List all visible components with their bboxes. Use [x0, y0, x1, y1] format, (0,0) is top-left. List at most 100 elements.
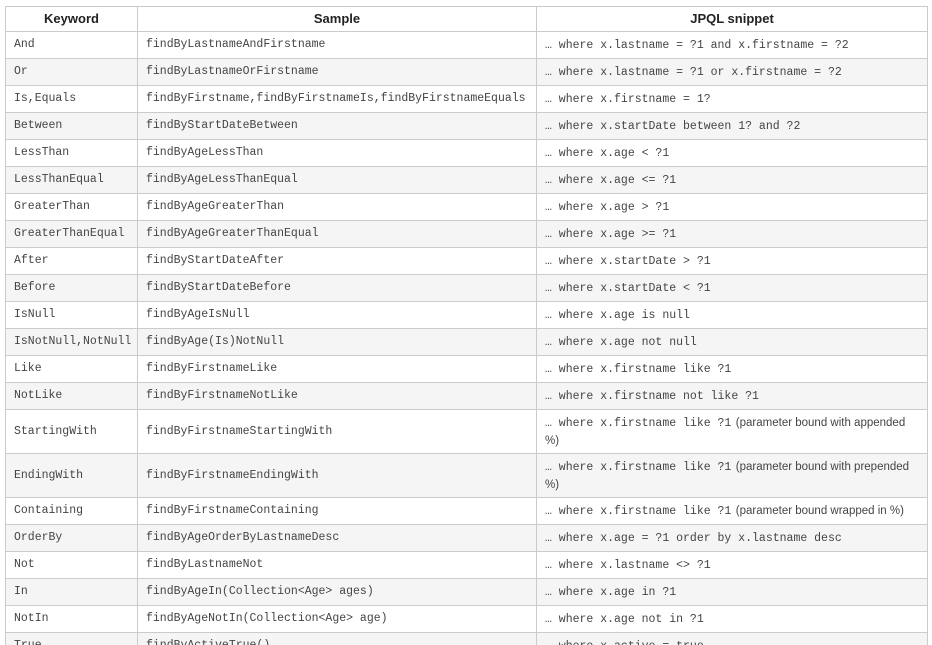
- sample-cell: findByAgeOrderByLastnameDesc: [137, 524, 537, 552]
- snippet-note: (parameter bound wrapped in %): [735, 505, 904, 517]
- keyword-cell: Like: [5, 355, 138, 383]
- keyword-cell: Containing: [5, 497, 138, 525]
- keyword-cell: IsNull: [5, 301, 138, 329]
- sample-cell: findByStartDateBetween: [137, 112, 537, 140]
- sample-cell: findByLastnameNot: [137, 551, 537, 579]
- snippet-cell: … where x.startDate < ?1: [536, 274, 928, 302]
- sample-cell: findByFirstnameContaining: [137, 497, 537, 525]
- table-row: In findByAgeIn(Collection<Age> ages) … w…: [5, 578, 928, 606]
- table-row: IsNull findByAgeIsNull … where x.age is …: [5, 301, 928, 329]
- snippet-note: (parameter bound with prepended %): [545, 461, 910, 491]
- snippet-code: … where x.firstname = 1?: [545, 93, 711, 106]
- sample-cell: findByStartDateBefore: [137, 274, 537, 302]
- snippet-cell: … where x.age is null: [536, 301, 928, 329]
- sample-cell: findByAgeGreaterThanEqual: [137, 220, 537, 248]
- table-row: EndingWith findByFirstnameEndingWith … w…: [5, 453, 928, 498]
- snippet-cell: … where x.age not null: [536, 328, 928, 356]
- keyword-cell: StartingWith: [5, 409, 138, 454]
- sample-cell: findByAgeNotIn(Collection<Age> age): [137, 605, 537, 633]
- keyword-cell: In: [5, 578, 138, 606]
- keyword-cell: Before: [5, 274, 138, 302]
- sample-cell: findByAgeLessThan: [137, 139, 537, 167]
- snippet-cell: … where x.firstname not like ?1: [536, 382, 928, 410]
- snippet-code: … where x.lastname = ?1 or x.firstname =…: [545, 66, 842, 79]
- snippet-code: … where x.firstname like ?1: [545, 363, 732, 376]
- snippet-cell: … where x.age < ?1: [536, 139, 928, 167]
- keyword-cell: Is,Equals: [5, 85, 138, 113]
- keyword-cell: True: [5, 632, 138, 645]
- snippet-code: … where x.age = ?1 order by x.lastname d…: [545, 532, 842, 545]
- snippet-code: … where x.firstname like ?1: [545, 417, 732, 430]
- table-row: StartingWith findByFirstnameStartingWith…: [5, 409, 928, 454]
- snippet-note: (parameter bound with appended %): [545, 417, 906, 447]
- keyword-cell: LessThan: [5, 139, 138, 167]
- keyword-cell: NotIn: [5, 605, 138, 633]
- snippet-code: … where x.age < ?1: [545, 147, 670, 160]
- snippet-code: … where x.firstname not like ?1: [545, 390, 759, 403]
- snippet-cell: … where x.lastname = ?1 and x.firstname …: [536, 31, 928, 59]
- snippet-cell: … where x.startDate > ?1: [536, 247, 928, 275]
- table-row: Is,Equals findByFirstname,findByFirstnam…: [5, 85, 928, 113]
- keyword-cell: EndingWith: [5, 453, 138, 498]
- table-body: And findByLastnameAndFirstname … where x…: [5, 31, 928, 645]
- table-row: Containing findByFirstnameContaining … w…: [5, 497, 928, 525]
- column-header-keyword: Keyword: [5, 6, 138, 32]
- sample-cell: findByFirstnameNotLike: [137, 382, 537, 410]
- keyword-cell: Or: [5, 58, 138, 86]
- sample-cell: findByAgeIn(Collection<Age> ages): [137, 578, 537, 606]
- keyword-cell: Between: [5, 112, 138, 140]
- keyword-cell: And: [5, 31, 138, 59]
- snippet-cell: … where x.firstname = 1?: [536, 85, 928, 113]
- snippet-cell: … where x.age >= ?1: [536, 220, 928, 248]
- table-row: IsNotNull,NotNull findByAge(Is)NotNull ……: [5, 328, 928, 356]
- snippet-cell: … where x.age not in ?1: [536, 605, 928, 633]
- keyword-cell: IsNotNull,NotNull: [5, 328, 138, 356]
- snippet-cell: … where x.firstname like ?1 (parameter b…: [536, 409, 928, 454]
- table-row: Like findByFirstnameLike … where x.first…: [5, 355, 928, 383]
- snippet-code: … where x.firstname like ?1: [545, 505, 732, 518]
- table-row: GreaterThan findByAgeGreaterThan … where…: [5, 193, 928, 221]
- snippet-code: … where x.active = true: [545, 640, 704, 645]
- table-row: Or findByLastnameOrFirstname … where x.l…: [5, 58, 928, 86]
- sample-cell: findByActiveTrue(): [137, 632, 537, 645]
- snippet-code: … where x.startDate > ?1: [545, 255, 711, 268]
- sample-cell: findByAgeLessThanEqual: [137, 166, 537, 194]
- table-row: Between findByStartDateBetween … where x…: [5, 112, 928, 140]
- snippet-code: … where x.lastname = ?1 and x.firstname …: [545, 39, 849, 52]
- keyword-cell: LessThanEqual: [5, 166, 138, 194]
- snippet-code: … where x.startDate < ?1: [545, 282, 711, 295]
- table-row: And findByLastnameAndFirstname … where x…: [5, 31, 928, 59]
- sample-cell: findByAgeGreaterThan: [137, 193, 537, 221]
- snippet-cell: … where x.active = true: [536, 632, 928, 645]
- sample-cell: findByLastnameOrFirstname: [137, 58, 537, 86]
- keyword-cell: NotLike: [5, 382, 138, 410]
- table-row: After findByStartDateAfter … where x.sta…: [5, 247, 928, 275]
- keyword-cell: GreaterThanEqual: [5, 220, 138, 248]
- keyword-cell: After: [5, 247, 138, 275]
- snippet-cell: … where x.lastname = ?1 or x.firstname =…: [536, 58, 928, 86]
- snippet-code: … where x.age > ?1: [545, 201, 670, 214]
- sample-cell: findByAgeIsNull: [137, 301, 537, 329]
- sample-cell: findByFirstnameEndingWith: [137, 453, 537, 498]
- keyword-cell: OrderBy: [5, 524, 138, 552]
- column-header-jpql-snippet: JPQL snippet: [536, 6, 928, 32]
- snippet-cell: … where x.lastname <> ?1: [536, 551, 928, 579]
- keyword-cell: Not: [5, 551, 138, 579]
- snippet-cell: … where x.age in ?1: [536, 578, 928, 606]
- table-row: True findByActiveTrue() … where x.active…: [5, 632, 928, 645]
- keyword-cell: GreaterThan: [5, 193, 138, 221]
- snippet-code: … where x.age >= ?1: [545, 228, 677, 241]
- snippet-cell: … where x.firstname like ?1 (parameter b…: [536, 497, 928, 525]
- snippet-cell: … where x.age = ?1 order by x.lastname d…: [536, 524, 928, 552]
- table-header: Keyword Sample JPQL snippet: [5, 6, 928, 32]
- table-row: NotLike findByFirstnameNotLike … where x…: [5, 382, 928, 410]
- sample-cell: findByAge(Is)NotNull: [137, 328, 537, 356]
- snippet-cell: … where x.firstname like ?1: [536, 355, 928, 383]
- snippet-code: … where x.lastname <> ?1: [545, 559, 711, 572]
- table-row: GreaterThanEqual findByAgeGreaterThanEqu…: [5, 220, 928, 248]
- snippet-cell: … where x.startDate between 1? and ?2: [536, 112, 928, 140]
- table-row: LessThanEqual findByAgeLessThanEqual … w…: [5, 166, 928, 194]
- snippet-code: … where x.age <= ?1: [545, 174, 677, 187]
- table-row: Before findByStartDateBefore … where x.s…: [5, 274, 928, 302]
